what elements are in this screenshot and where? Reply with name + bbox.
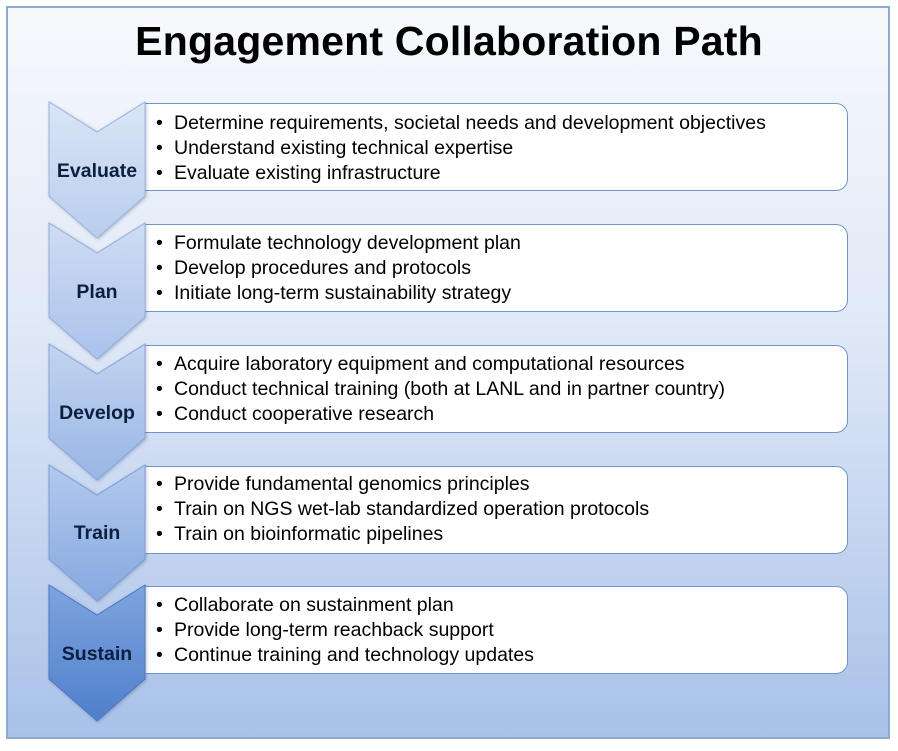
bullet-item: Train on bioinformatic pipelines [156,522,649,547]
bullet-item: Formulate technology development plan [156,231,521,256]
bullet-item: Conduct cooperative research [156,402,725,427]
step-label-evaluate: Evaluate [56,160,138,182]
bullet-item: Determine requirements, societal needs a… [156,111,766,136]
bullet-item: Train on NGS wet-lab standardized operat… [156,497,649,522]
step-label-plan: Plan [76,281,118,303]
step-bullets-plan: Formulate technology development plan De… [156,231,521,306]
chevron-develop [48,343,146,481]
bullet-item: Acquire laboratory equipment and computa… [156,352,725,377]
step-bullets-develop: Acquire laboratory equipment and computa… [156,352,725,427]
step-label-train: Train [73,522,121,544]
bullet-item: Develop procedures and protocols [156,256,521,281]
bullet-item: Evaluate existing infrastructure [156,161,766,186]
chevron-evaluate [48,101,146,239]
bullet-item: Provide long-term reachback support [156,618,534,643]
bullet-item: Conduct technical training (both at LANL… [156,377,725,402]
bullet-item: Collaborate on sustainment plan [156,593,534,618]
chevron-plan [48,222,146,360]
step-bullets-evaluate: Determine requirements, societal needs a… [156,111,766,186]
chevron-sustain [48,584,146,722]
chevron-train [48,464,146,602]
bullet-item: Provide fundamental genomics principles [156,472,649,497]
step-bullets-sustain: Collaborate on sustainment plan Provide … [156,593,534,668]
diagram-title: Engagement Collaboration Path [135,18,763,64]
bullet-item: Continue training and technology updates [156,643,534,668]
step-label-sustain: Sustain [61,643,133,665]
bullet-item: Initiate long-term sustainability strate… [156,281,521,306]
step-bullets-train: Provide fundamental genomics principles … [156,472,649,547]
step-label-develop: Develop [59,402,135,424]
bullet-item: Understand existing technical expertise [156,136,766,161]
